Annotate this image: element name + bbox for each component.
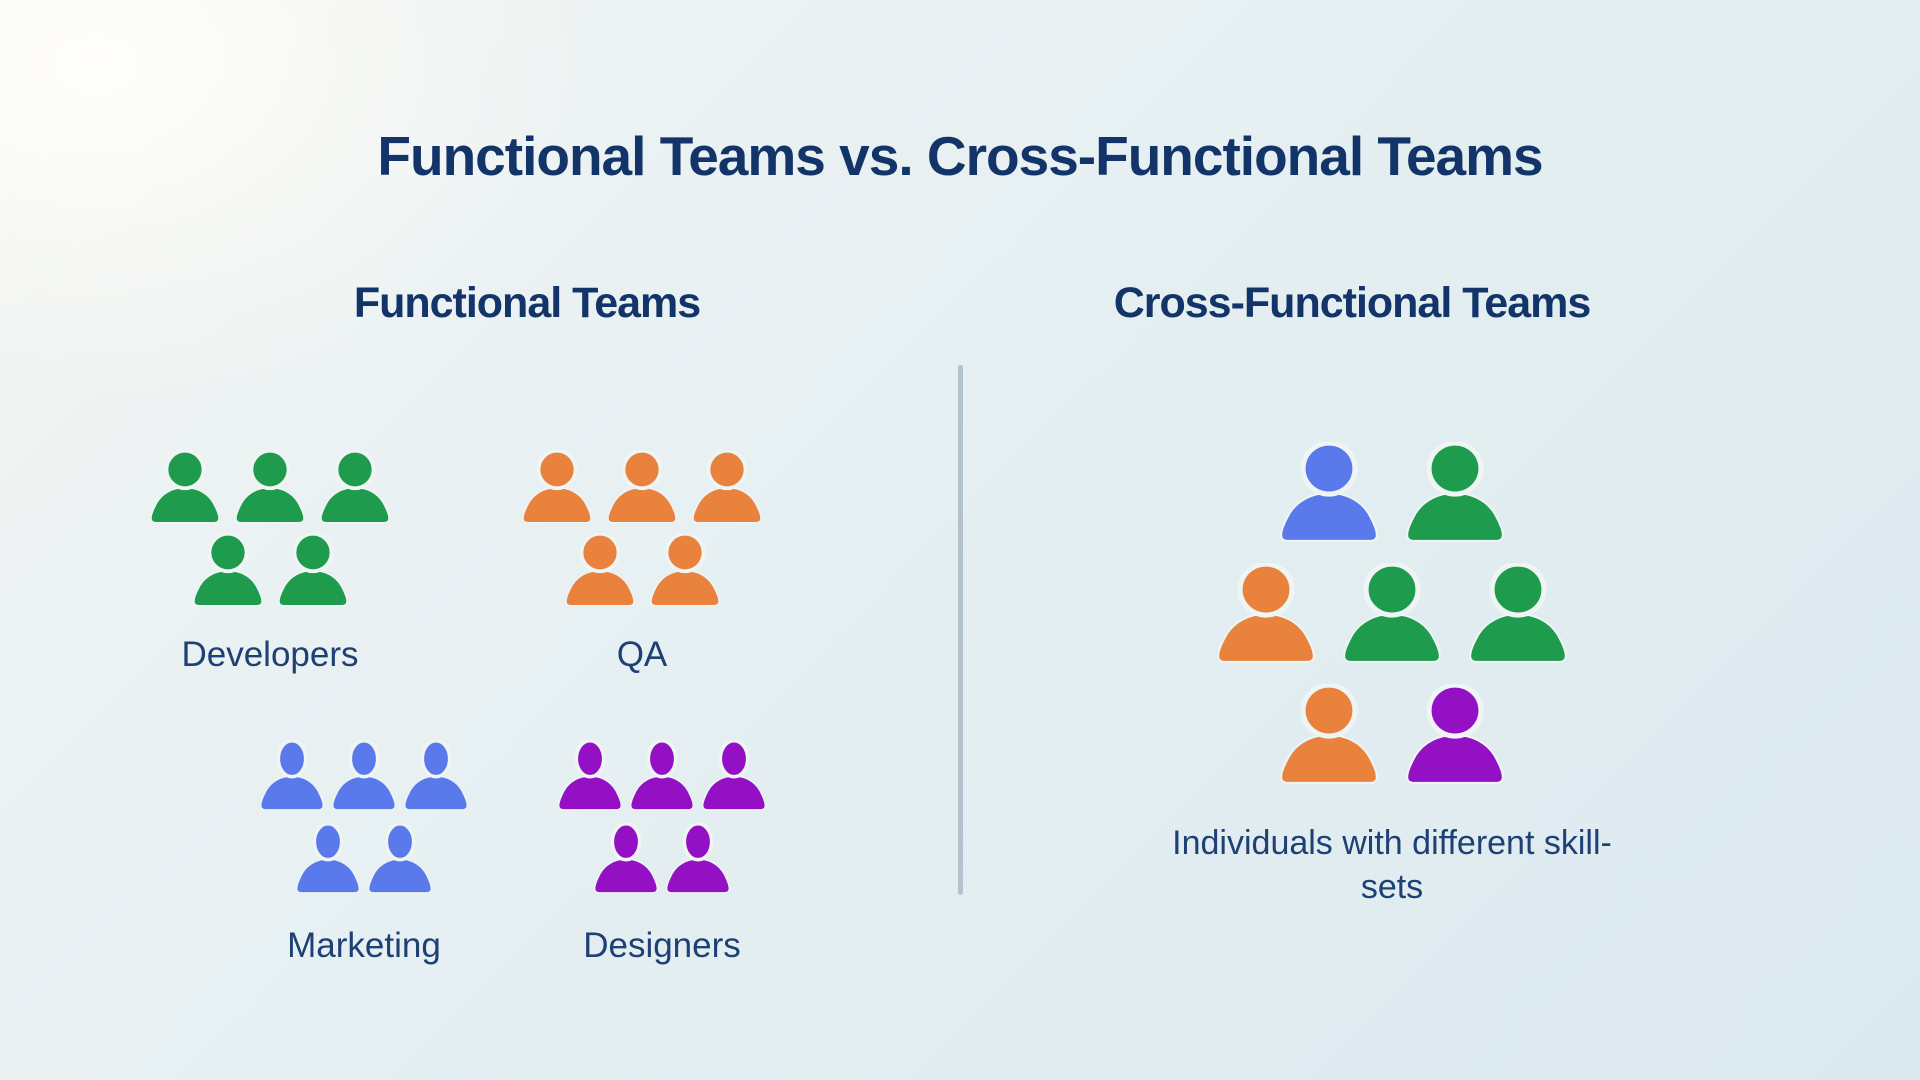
people-row bbox=[1214, 563, 1570, 665]
people-row bbox=[191, 533, 350, 608]
person-icon bbox=[1469, 563, 1567, 663]
person-icon bbox=[607, 450, 677, 524]
people-row bbox=[148, 450, 392, 525]
people-row bbox=[258, 740, 470, 812]
person-icon bbox=[630, 740, 694, 811]
people-row bbox=[294, 823, 434, 895]
person-icon bbox=[649, 533, 720, 607]
person-icon bbox=[296, 823, 360, 894]
marketing-people-icons bbox=[258, 740, 470, 895]
people-row bbox=[592, 823, 732, 895]
developers-label: Developers bbox=[181, 635, 359, 674]
cross-functional-caption: Individuals with different skill-sets bbox=[1172, 824, 1612, 907]
people-row bbox=[556, 740, 768, 812]
marketing-label: Marketing bbox=[287, 926, 441, 965]
person-icon bbox=[1406, 442, 1504, 542]
person-icon bbox=[1217, 563, 1315, 663]
qa-team-group: QA bbox=[520, 450, 764, 675]
person-icon bbox=[192, 533, 263, 607]
person-icon bbox=[150, 450, 220, 524]
cross-functional-teams-heading: Cross-Functional Teams bbox=[1113, 279, 1592, 327]
people-row bbox=[563, 533, 722, 608]
person-icon bbox=[320, 450, 390, 524]
person-icon bbox=[404, 740, 468, 811]
developers-people-icons bbox=[148, 450, 392, 608]
qa-label: QA bbox=[616, 635, 668, 674]
person-icon bbox=[564, 533, 635, 607]
person-icon bbox=[1343, 563, 1441, 663]
person-icon bbox=[666, 823, 730, 894]
person-icon bbox=[260, 740, 324, 811]
designers-people-icons bbox=[556, 740, 768, 895]
qa-people-icons bbox=[520, 450, 764, 608]
person-icon bbox=[522, 450, 592, 524]
person-icon bbox=[692, 450, 762, 524]
vertical-divider bbox=[958, 365, 963, 895]
person-icon bbox=[277, 533, 348, 607]
person-icon bbox=[235, 450, 305, 524]
cross-functional-group: Individuals with different skill-sets bbox=[1111, 442, 1673, 909]
developers-team-group: Developers bbox=[148, 450, 392, 675]
people-row bbox=[520, 450, 764, 525]
marketing-team-group: Marketing bbox=[258, 740, 470, 966]
designers-team-group: Designers bbox=[556, 740, 768, 966]
cross-functional-people-icons bbox=[1214, 442, 1570, 786]
designers-label: Designers bbox=[583, 926, 741, 965]
people-row bbox=[1277, 684, 1507, 786]
page-title: Functional Teams vs. Cross-Functional Te… bbox=[377, 125, 1543, 187]
people-row bbox=[1277, 442, 1507, 544]
person-icon bbox=[368, 823, 432, 894]
person-icon bbox=[1406, 684, 1504, 784]
person-icon bbox=[594, 823, 658, 894]
person-icon bbox=[702, 740, 766, 811]
person-icon bbox=[1280, 684, 1378, 784]
person-icon bbox=[558, 740, 622, 811]
functional-teams-heading: Functional Teams bbox=[353, 279, 701, 327]
person-icon bbox=[332, 740, 396, 811]
person-icon bbox=[1280, 442, 1378, 542]
